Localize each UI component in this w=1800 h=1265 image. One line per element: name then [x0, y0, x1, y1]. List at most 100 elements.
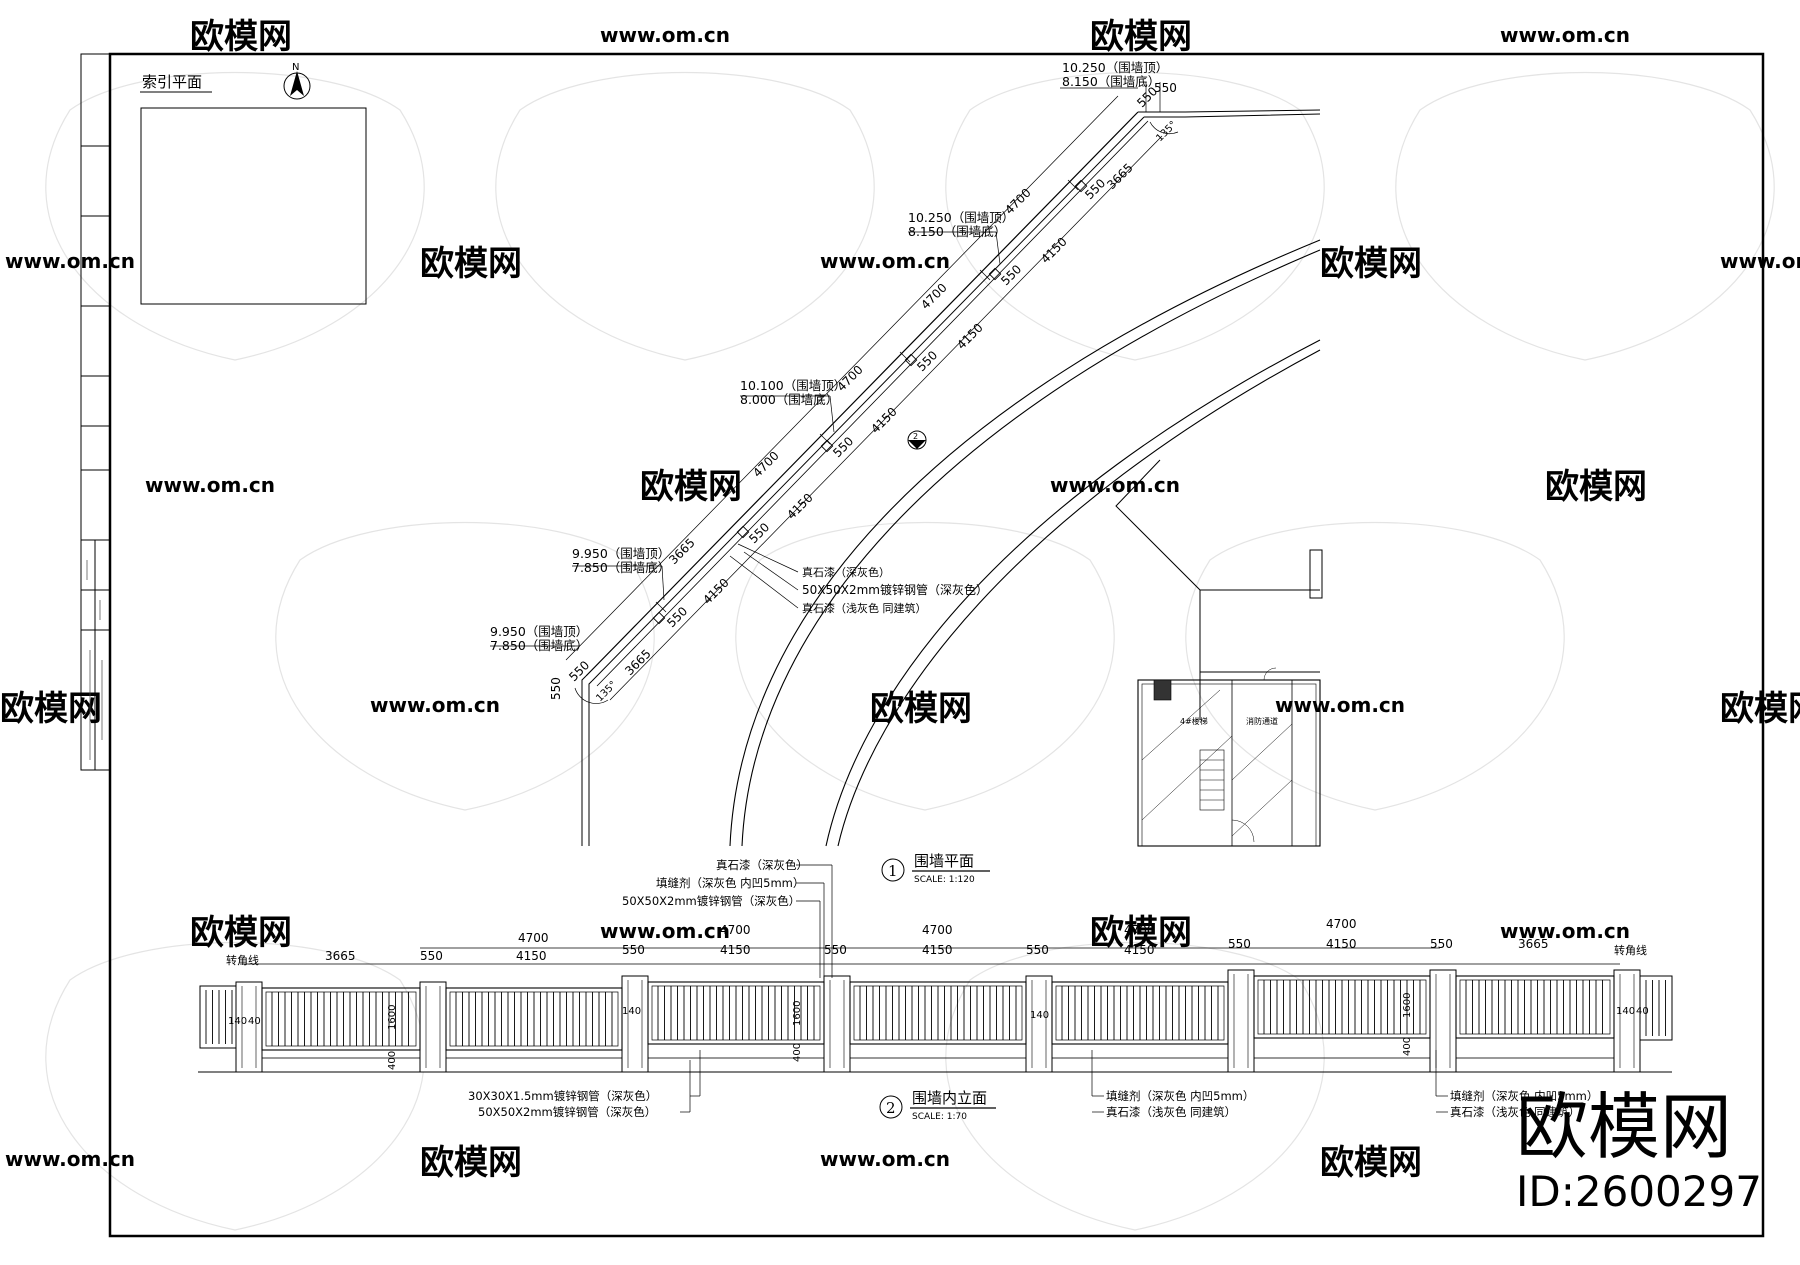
section-mark-icon: 2 — [907, 430, 927, 450]
elev-dim-bottom-1: 3665 — [325, 949, 356, 963]
elev-top-2: 10.250（围墙顶） — [908, 210, 1014, 225]
elev-dim-bottom-5: 4150 — [1124, 943, 1155, 957]
elev-bottom-5: 7.850（围墙底） — [490, 638, 588, 653]
elev-callout-br-2: 真石漆（浅灰色 同建筑） — [1450, 1105, 1580, 1119]
elev-panel — [1455, 975, 1615, 1039]
plan-callout-1: 真石漆（深灰色） — [802, 565, 890, 579]
elev-top-1: 10.250（围墙顶） — [1062, 60, 1168, 75]
plan-dim-post: 550 — [664, 604, 690, 630]
elev-small-dim: 40 — [248, 1016, 261, 1027]
elev-base-wall — [1253, 1037, 1431, 1059]
plan-dim-post: 550 — [998, 262, 1024, 288]
plan-angle: 135° — [1154, 119, 1179, 144]
brand-logo-text: 欧模网 — [1516, 1085, 1732, 1169]
north-label: N — [292, 62, 299, 73]
plan-callout-2: 50X50X2mm镀锌钢管（深灰色） — [802, 582, 988, 597]
watermark-logo: 欧模网 — [1090, 913, 1192, 953]
elev-base-wall — [849, 1043, 1027, 1059]
brand-watermark: 欧模网 ID:2600297 — [1516, 1085, 1762, 1216]
elev-base-wall — [261, 1049, 421, 1059]
watermark-url: www.om.cn — [5, 249, 135, 273]
elev-base-wall — [1051, 1043, 1229, 1059]
elev-dim-top-4: 4700 — [1124, 923, 1155, 937]
plan-title: 围墙平面 — [914, 852, 974, 870]
elev-small-dim: 1600 — [387, 1005, 398, 1030]
elev-post — [621, 975, 649, 1073]
plan-dim-post: 550 — [746, 520, 772, 546]
plan-dim-inner-4: 4150 — [868, 405, 899, 436]
elev-top-5: 9.950（围墙顶） — [490, 624, 588, 639]
elev-post — [1429, 969, 1457, 1073]
section-mark-number: 2 — [913, 432, 918, 441]
elev-bottom-2: 8.150（围墙底） — [908, 224, 1006, 239]
index-plan: 索引平面 N — [140, 62, 367, 305]
elev-end-panel — [1639, 975, 1673, 1041]
elev-callout-bm-1: 填缝剂（深灰色 内凹5mm） — [1106, 1089, 1254, 1103]
elev-dim-post: 550 — [1026, 943, 1049, 957]
elev-dim-post: 550 — [1430, 937, 1453, 951]
elev-dim-top-2: 4700 — [720, 923, 751, 937]
elev-bottom-4: 7.850（围墙底） — [572, 560, 670, 575]
plan-dim-inner-1: 3665 — [1104, 161, 1135, 192]
elev-small-dim: 140 — [1030, 1010, 1049, 1021]
elev-post — [823, 975, 851, 1073]
elev-callout-top-3: 50X50X2mm镀锌钢管（深灰色） — [622, 894, 800, 908]
elev-callout-top-1: 真石漆（深灰色） — [716, 858, 808, 872]
plan-title-block: 1 围墙平面 SCALE: 1:120 — [881, 852, 990, 885]
elev-dim-bottom-3: 4150 — [720, 943, 751, 957]
watermark-url: www.om.cn — [1500, 23, 1630, 47]
elevation-title: 围墙内立面 — [912, 1089, 987, 1107]
elev-post — [235, 981, 263, 1073]
elev-bottom-1: 8.150（围墙底） — [1062, 74, 1160, 89]
elev-callout-bl-1: 30X30X1.5mm镀锌钢管（深灰色） — [468, 1089, 657, 1103]
plan-dim-outer-2: 4700 — [918, 281, 949, 312]
elev-callout-bl-2: 50X50X2mm镀锌钢管（深灰色） — [478, 1105, 656, 1119]
elev-dim-post: 550 — [420, 949, 443, 963]
elev-panel-frame — [1459, 979, 1611, 1035]
plan-dim-outer-5: 3665 — [666, 536, 697, 567]
watermark-logo: 欧模网 — [1720, 689, 1800, 729]
watermark-layer: 欧模网 www.om.cn 欧模网 www.om.cn www.om.cn 欧模… — [0, 17, 1800, 1231]
room-label-stair: 4#楼梯 — [1180, 716, 1208, 726]
plan-dim-outer-3: 4700 — [834, 363, 865, 394]
elev-base-wall — [1455, 1037, 1615, 1059]
fence-plan: 10.250（围墙顶） 8.150（围墙底） 10.250（围墙顶） 8.150… — [490, 60, 1323, 885]
elev-callout-bm-2: 真石漆（浅灰色 同建筑） — [1106, 1105, 1236, 1119]
watermark-logo: 欧模网 — [190, 17, 292, 57]
elev-post — [1613, 969, 1641, 1073]
index-plan-box — [140, 107, 367, 305]
elevation-title-number: 2 — [886, 1099, 896, 1117]
watermark-logo: 欧模网 — [190, 913, 292, 953]
index-plan-label: 索引平面 — [142, 73, 202, 91]
plan-dim-post: 550 — [914, 348, 940, 374]
watermark-url: www.om.cn — [600, 23, 730, 47]
elev-dim-bottom-4: 4150 — [922, 943, 953, 957]
elev-dim-top-3: 4700 — [922, 923, 953, 937]
elev-small-dim: 1600 — [1402, 993, 1413, 1018]
plan-dim-inner-2: 4150 — [1038, 235, 1069, 266]
elev-small-dim: 1600 — [792, 1001, 803, 1026]
end-label-left: 转角线 — [226, 953, 259, 967]
elevation-title-block: 2 围墙内立面 SCALE: 1:70 — [879, 1089, 996, 1122]
elev-dim-post: 550 — [1228, 937, 1251, 951]
watermark-url: www.om.cn — [145, 473, 275, 497]
elev-top-3: 10.100（围墙顶） — [740, 378, 846, 393]
room-label-fire: 消防通道 — [1246, 716, 1278, 726]
plan-dim-post: 550 — [549, 677, 563, 700]
elev-panel-frame — [265, 991, 417, 1047]
elev-top-4: 9.950（围墙顶） — [572, 546, 670, 561]
elev-small-dim: 40 — [1636, 1006, 1649, 1017]
watermark-url: www.om.cn — [600, 919, 730, 943]
elev-small-dim: 140 — [622, 1006, 641, 1017]
north-arrow-icon: N — [283, 62, 311, 100]
elev-end-panel — [199, 985, 237, 1049]
plan-dim-post: 550 — [1154, 81, 1177, 95]
elev-dim-post: 550 — [824, 943, 847, 957]
plan-dim-post: 550 — [830, 434, 856, 460]
plan-dim-inner-3: 4150 — [954, 321, 985, 352]
elev-callout-top-2: 填缝剂（深灰色 内凹5mm） — [656, 876, 804, 890]
elev-dim-bottom-7: 3665 — [1518, 937, 1549, 951]
elev-small-dim: 400 — [1402, 1037, 1413, 1056]
elev-dim-bottom-2: 4150 — [516, 949, 547, 963]
elev-base-wall — [445, 1049, 623, 1059]
